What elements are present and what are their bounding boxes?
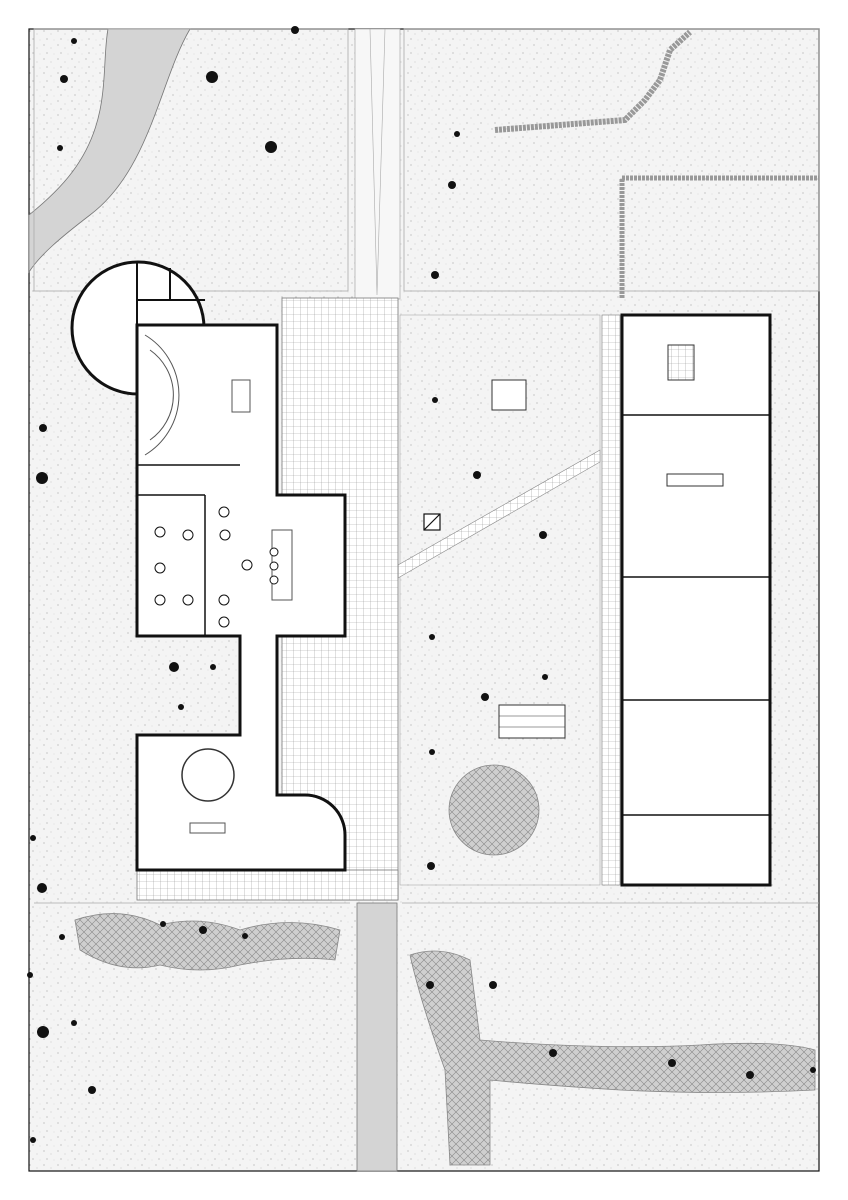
bench-slats [499, 715, 565, 728]
lamp-markers [27, 26, 816, 1143]
diagonal-path [397, 449, 601, 579]
path-taper [369, 28, 386, 296]
hedge-south-east [409, 950, 816, 1166]
main-building [135, 323, 347, 872]
east-building-rooms [622, 414, 770, 816]
round-room-partitions [136, 262, 205, 325]
lot-north-east [403, 28, 820, 292]
central-path-north [354, 28, 401, 300]
display-table [231, 379, 251, 413]
curved-path [28, 28, 191, 274]
auditorium-seating [144, 334, 180, 456]
hedge-south-west [74, 913, 341, 971]
tiled-plaza-south [136, 869, 399, 901]
east-building-table [666, 473, 724, 487]
east-building [620, 313, 772, 887]
tiled-strip-east [601, 314, 621, 886]
stone-wall-east [619, 175, 819, 298]
garden-plinth [491, 379, 527, 411]
bench [498, 704, 566, 739]
desk [189, 822, 226, 834]
sculpture-diagonal [423, 513, 441, 531]
tree-canopy-garden [448, 764, 540, 856]
central-path-south [356, 902, 398, 1172]
round-display [181, 748, 235, 802]
stone-wall [494, 29, 693, 133]
stair [667, 344, 695, 381]
chairs [154, 506, 279, 628]
interior-walls [137, 464, 240, 636]
